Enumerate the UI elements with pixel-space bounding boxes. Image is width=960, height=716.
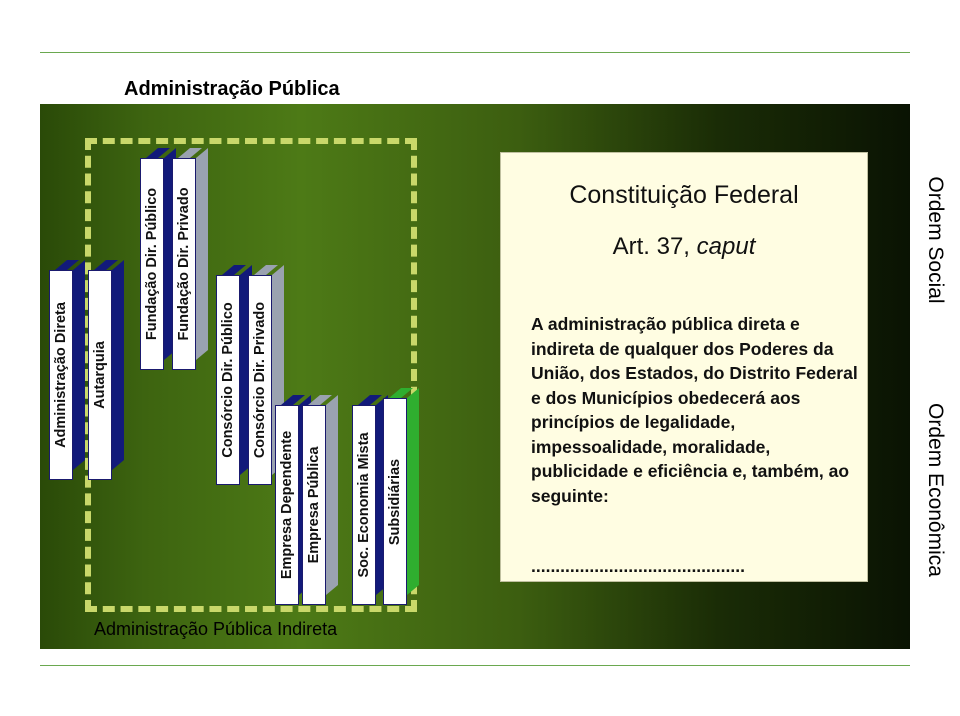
bar-top: [146, 148, 170, 158]
bar-face: Consórcio Dir. Privado: [248, 275, 272, 485]
bar-label: Empresa Pública: [306, 446, 322, 564]
bar-face: Consórcio Dir. Público: [216, 275, 240, 485]
entity-bar: Autarquia: [88, 270, 112, 480]
bar-top: [55, 260, 79, 270]
entity-bar: Administração Direta: [49, 270, 73, 480]
bar-face: Fundação Dir. Público: [140, 158, 164, 370]
entity-bar: Consórcio Dir. Público: [216, 275, 240, 485]
bar-top: [281, 395, 305, 405]
bar-label: Autarquia: [92, 341, 108, 409]
top-divider: [40, 52, 910, 53]
bottom-divider: [40, 665, 910, 666]
bar-face: Empresa Dependente: [275, 405, 299, 605]
indireta-label: Administração Pública Indireta: [94, 619, 338, 639]
bar-side: [326, 395, 338, 595]
bar-label: Empresa Dependente: [279, 430, 295, 580]
bar-face: Administração Direta: [49, 270, 73, 480]
bar-top: [94, 260, 118, 270]
entity-bar: Empresa Pública: [302, 405, 326, 605]
bar-top: [308, 395, 332, 405]
bar-face: Autarquia: [88, 270, 112, 480]
bar-top: [389, 388, 413, 398]
article-reference: Art. 37, caput: [612, 233, 756, 260]
entity-bar: Empresa Dependente: [275, 405, 299, 605]
bar-face: Subsidiárias: [383, 398, 407, 605]
bar-label: Administração Direta: [53, 302, 69, 448]
ordem-strip: Ordem Social Ordem Econômica: [910, 160, 960, 590]
entity-bar: Soc. Economia Mista: [352, 405, 376, 605]
bar-label: Soc. Economia Mista: [356, 432, 372, 578]
bar-top: [222, 265, 246, 275]
bar-label: Consórcio Dir. Público: [220, 302, 236, 458]
constituicao-box: Constituição Federal Art. 37, caput A ad…: [500, 152, 868, 582]
bar-label: Consórcio Dir. Privado: [252, 301, 268, 459]
page-title: Administração Pública: [124, 78, 340, 100]
entity-bar: Fundação Dir. Público: [140, 158, 164, 370]
bar-label: Subsidiárias: [387, 458, 403, 545]
entity-bar: Subsidiárias: [383, 398, 407, 605]
bar-side: [196, 148, 208, 360]
entity-bar: Fundação Dir. Privado: [172, 158, 196, 370]
bar-top: [178, 148, 202, 158]
ordem-social-label: Ordem Social: [924, 176, 947, 304]
bar-top: [358, 395, 382, 405]
bar-face: Fundação Dir. Privado: [172, 158, 196, 370]
entity-bar: Consórcio Dir. Privado: [248, 275, 272, 485]
bar-side: [73, 260, 85, 470]
article-ellipsis: ........................................…: [531, 556, 745, 576]
bar-face: Soc. Economia Mista: [352, 405, 376, 605]
bar-side: [112, 260, 124, 470]
bar-label: Fundação Dir. Privado: [176, 187, 192, 341]
bar-top: [254, 265, 278, 275]
constituicao-title: Constituição Federal: [569, 181, 799, 209]
bar-label: Fundação Dir. Público: [144, 187, 160, 341]
ordem-economica-label: Ordem Econômica: [924, 403, 947, 577]
article-text: A administração pública direta e indiret…: [531, 314, 858, 506]
bar-side: [407, 388, 419, 595]
bar-face: Empresa Pública: [302, 405, 326, 605]
